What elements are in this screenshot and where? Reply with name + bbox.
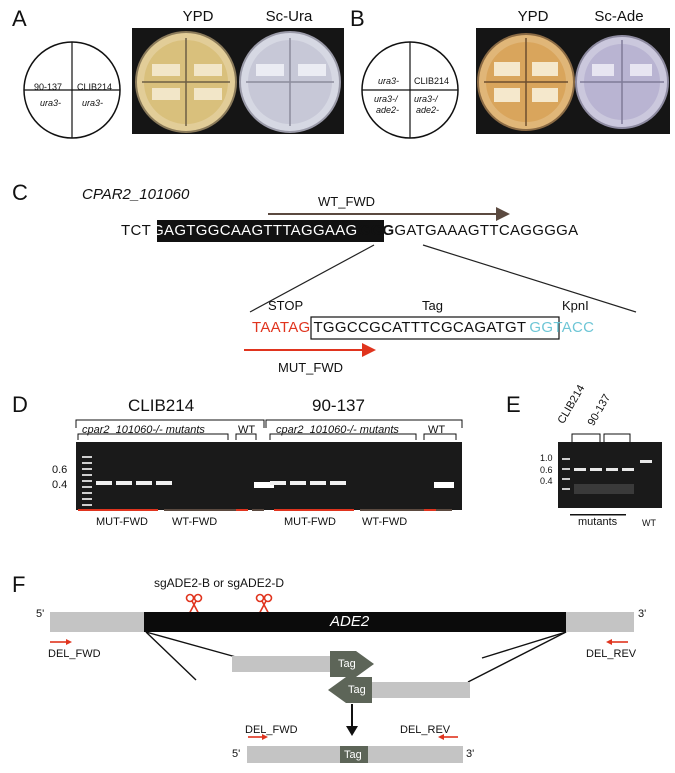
panel-a-scura-label: Sc-Ura [265, 8, 313, 25]
panel-b-q-bl-2: ade2- [376, 105, 400, 115]
panel-f-ade2-label: ADE2 [330, 613, 370, 630]
panel-f-del-rev: DEL_REV [586, 648, 637, 660]
repair-template-1 [232, 656, 332, 672]
panel-f-final-tag: Tag [344, 749, 362, 761]
tag-seq-box [310, 316, 560, 340]
panel-a-ypd-label: YPD [182, 8, 214, 25]
panel-b-ypd-label: YPD [517, 8, 549, 25]
panel-d-group1: CLIB214 [128, 396, 195, 415]
seq-line: TCTGAGTGGCAAGTTTAGGAAGGGGGATGAAAGTTCAGGG… [121, 222, 578, 239]
panel-b-letter: B [350, 6, 365, 31]
seq-prefix: TCT [121, 222, 152, 239]
stop-seq: TAATAG [252, 319, 311, 336]
panel-d-mutants-2: cpar2_101060-/- mutants [276, 424, 399, 436]
panel-f-final-del-fwd: DEL_FWD [245, 724, 298, 736]
panel-f-5prime: 5' [36, 608, 45, 620]
stop-label: STOP [268, 298, 304, 313]
panel-d-primer-bars [78, 509, 452, 511]
tag-label: Tag [422, 298, 443, 313]
panel-a-q-bl: ura3- [40, 98, 62, 108]
panel-e-gel [558, 442, 662, 508]
panel-b-q-bl-1: ura3-/ [374, 94, 398, 104]
seq-bold: GGG [358, 222, 395, 239]
del-fwd-arrowhead [66, 639, 72, 645]
panel-f-letter: F [12, 572, 26, 597]
seq-highlight: GAGTGGCAAGTTTAGGAAG [152, 222, 358, 239]
panel-c-gene-name: CPAR2_101060 [82, 186, 190, 203]
final-del-fwd-arrowhead [262, 734, 268, 740]
panel-d-gel [76, 442, 462, 510]
panel-f-tag-1: Tag [338, 658, 356, 670]
down-arrowhead [346, 726, 358, 736]
mut-fwd-arrowhead [362, 343, 376, 357]
tag-seq: TGGCCGCATTTCGCAGATGT [313, 319, 527, 336]
panel-f-diagram [50, 593, 634, 763]
panel-c-diagram [157, 207, 637, 357]
flank-left [50, 612, 146, 632]
panel-a-plate-map [23, 41, 121, 139]
repair-template-2 [370, 682, 470, 698]
panel-f-final-5prime: 5' [232, 748, 241, 760]
panel-d-ladder-04: 0.4 [52, 479, 68, 491]
ade2-gene-box [144, 612, 566, 632]
mut-fwd-label: MUT_FWD [278, 360, 343, 375]
panel-a-plates-photo [132, 28, 344, 134]
panel-f-final-3prime: 3' [466, 748, 475, 760]
panel-d-mutfwd-1: MUT-FWD [96, 516, 148, 528]
panel-d-wt-1: WT [238, 424, 256, 436]
zoom-line-left [249, 244, 375, 313]
panel-e-wt-label: WT [642, 518, 656, 528]
del-rev-arrowhead [606, 639, 612, 645]
panel-d-letter: D [12, 392, 28, 417]
panel-d-wtfwd-2: WT-FWD [362, 516, 408, 528]
panel-d-wtfwd-1: WT-FWD [172, 516, 218, 528]
tag-arrow-1 [330, 651, 374, 677]
panel-d-brackets [75, 419, 463, 440]
panel-a-q-tr: CLIB214 [77, 82, 113, 92]
panel-f-sg-label: sgADE2-B or sgADE2-D [154, 576, 285, 590]
tag-arrow-2 [328, 677, 372, 703]
panel-f-tag-2: Tag [348, 684, 366, 696]
panel-a-q-tl: 90-137 [34, 82, 63, 92]
panel-e-lane-label-1: CLIB214 [555, 382, 588, 426]
panel-b-q-br-2: ade2- [416, 105, 440, 115]
panel-e-ladder-06: 0.6 [540, 465, 553, 475]
panel-b-scade-label: Sc-Ade [594, 8, 644, 25]
panel-e-ladder-04: 0.4 [540, 476, 553, 486]
panel-e-ladder-10: 1.0 [540, 453, 553, 463]
flank-right [566, 612, 634, 632]
panel-f-3prime: 3' [638, 608, 647, 620]
panel-b-q-tr: CLIB214 [414, 76, 450, 86]
panel-d-mutfwd-2: MUT-FWD [284, 516, 336, 528]
panel-b-q-br-1: ura3-/ [414, 94, 438, 104]
seq-highlight-box [157, 220, 384, 242]
panel-c-wt-primer-label: WT_FWD [318, 194, 376, 209]
panel-d-wt-2: WT [428, 424, 446, 436]
panel-a-q-br: ura3- [82, 98, 104, 108]
panel-b-plates-photo [476, 28, 670, 134]
kpn-seq: GGTACC [529, 319, 595, 336]
zoom-line-right [422, 244, 637, 313]
panel-e-mutants-bar [570, 514, 626, 516]
panel-d-group2: 90-137 [312, 396, 365, 415]
panel-e-letter: E [506, 392, 521, 417]
panel-e-lane-label-2: 90-137 [585, 392, 614, 428]
panel-a-letter: A [12, 6, 27, 31]
panel-e-brackets [571, 433, 631, 442]
panel-e-mutants-label: mutants [578, 516, 618, 528]
panel-d-mutants-1: cpar2_101060-/- mutants [82, 424, 205, 436]
panel-f-final-del-rev: DEL_REV [400, 724, 451, 736]
kpni-label: KpnI [562, 298, 589, 313]
panel-b-q-tl: ura3- [378, 76, 400, 86]
seq-suffix: GATGAAAGTTCAGGGGA [394, 222, 579, 239]
panel-b-plate-map [361, 41, 459, 139]
final-tag [340, 746, 368, 763]
panel-d-ladder-06: 0.6 [52, 464, 68, 476]
panel-f-del-fwd: DEL_FWD [48, 648, 101, 660]
final-del-rev-arrowhead [438, 734, 444, 740]
panel-c-letter: C [12, 180, 28, 205]
wt-fwd-arrowhead [496, 207, 510, 221]
